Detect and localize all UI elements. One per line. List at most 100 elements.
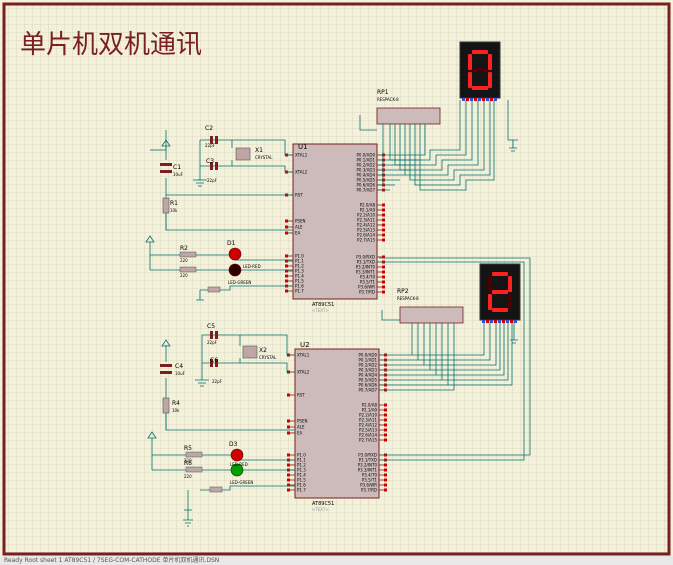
u2-pin-label: P1.0 xyxy=(297,453,306,458)
display-pin xyxy=(474,98,477,101)
u2-pin[interactable]: PSEN xyxy=(287,419,307,424)
u2-pin[interactable]: RST xyxy=(287,393,305,398)
u1-pin-label: P0.3/AD3 xyxy=(357,168,376,173)
u2-pin[interactable]: P3.3/INT1 xyxy=(358,468,387,473)
u2-pin[interactable]: P2.7/A15 xyxy=(359,438,387,443)
u1-pin[interactable]: P3.2/INT0 xyxy=(356,265,385,270)
u2-pin[interactable]: ALE xyxy=(287,425,305,430)
u2-pin-label: PSEN xyxy=(297,419,307,424)
u1-pin[interactable]: P1.5 xyxy=(285,279,304,284)
u1-pin-label: P0.0/AD0 xyxy=(357,153,376,158)
ground-icon xyxy=(183,510,193,527)
u1-pin-label: P3.6/WR xyxy=(358,285,375,290)
u1-pin-label: P1.7 xyxy=(295,289,304,294)
u1-osc-parts[interactable] xyxy=(160,136,251,214)
u2-pin[interactable]: P3.7/RD xyxy=(361,488,387,493)
u2-pin[interactable]: P2.3/A11 xyxy=(359,418,387,423)
u2-pin[interactable]: P2.4/A12 xyxy=(359,423,387,428)
u2-pin[interactable]: P1.6 xyxy=(287,483,306,488)
u1-pin[interactable]: P1.4 xyxy=(285,274,304,279)
u1-pin[interactable]: PSEN xyxy=(285,219,305,224)
u1-pin[interactable]: P2.4/A12 xyxy=(357,223,385,228)
r1-body xyxy=(162,197,170,214)
rp2-respack[interactable] xyxy=(399,306,464,324)
u2-pin[interactable]: P3.5/T1 xyxy=(362,478,387,483)
u1-pin[interactable]: P2.2/A10 xyxy=(357,213,385,218)
u1-pin[interactable]: P2.7/A15 xyxy=(357,238,385,243)
u1-pin[interactable]: EA xyxy=(285,231,301,236)
segment-b xyxy=(508,276,512,292)
u2-pin[interactable]: P2.6/A14 xyxy=(359,433,387,438)
segment-e xyxy=(468,72,472,88)
display-bottom[interactable] xyxy=(479,263,521,323)
display-pin xyxy=(494,320,497,323)
u2-pin[interactable]: P3.6/WR xyxy=(360,483,387,488)
u1-pin[interactable]: P3.5/T1 xyxy=(360,280,385,285)
d3-label: D3 xyxy=(229,441,238,448)
u1-pin[interactable]: P2.6/A14 xyxy=(357,233,385,238)
u1-pin[interactable]: P2.3/A11 xyxy=(357,218,385,223)
u2-button[interactable] xyxy=(209,486,223,493)
d2-led[interactable] xyxy=(228,263,242,277)
u1-pin-label: P0.6/AD6 xyxy=(357,183,376,188)
u1-pin[interactable]: P1.2 xyxy=(285,264,304,269)
display-pin xyxy=(490,320,493,323)
u1-pin[interactable]: ALE xyxy=(285,225,303,230)
u1-pin[interactable]: P3.6/WR xyxy=(358,285,385,290)
c1-label: C1 xyxy=(173,164,181,171)
u2-pin[interactable]: P2.5/A13 xyxy=(359,428,387,433)
r2-body[interactable] xyxy=(179,251,197,258)
r2-label: R2 xyxy=(180,245,188,252)
d4-led-green[interactable] xyxy=(230,463,244,477)
u1-pin[interactable]: P3.0/RXD xyxy=(356,255,385,260)
u1-pin[interactable]: P2.0/A8 xyxy=(360,203,385,208)
u2-pin-label: P3.1/TXD xyxy=(359,458,377,463)
rp1-respack[interactable] xyxy=(376,107,441,125)
u2-osc-parts[interactable] xyxy=(160,331,258,414)
u2-pin[interactable]: P3.4/T0 xyxy=(362,473,387,478)
r6-body[interactable] xyxy=(185,466,203,473)
u1-button[interactable] xyxy=(207,286,221,293)
c5-value: 22pF xyxy=(207,340,218,345)
r5-body[interactable] xyxy=(185,451,203,458)
u2-pin-label: P3.2/INT0 xyxy=(358,463,378,468)
u1-pin[interactable]: P2.5/A13 xyxy=(357,228,385,233)
u1-pin[interactable]: P1.0 xyxy=(285,254,304,259)
u1-pin-label: P2.6/A14 xyxy=(357,233,375,238)
u1-pin[interactable]: P1.3 xyxy=(285,269,304,274)
u1-pin[interactable]: P3.4/T0 xyxy=(360,275,385,280)
u2-pin[interactable]: P1.0 xyxy=(287,453,306,458)
u2-pin-label: XTAL1 xyxy=(297,353,310,358)
u1-chip[interactable]: U1 AT89C51 <TEXT> XTAL1XTAL2RSTPSENALEEA… xyxy=(285,143,385,313)
x1-crystal xyxy=(235,147,251,161)
display-pin xyxy=(462,98,465,101)
u1-pin-label: P0.4/AD4 xyxy=(357,173,376,178)
u1-pin-label: RST xyxy=(295,193,303,198)
u2-left-pins: XTAL1XTAL2RSTPSENALEEAP1.0P1.1P1.2P1.3P1… xyxy=(287,353,310,493)
r3-body[interactable] xyxy=(179,266,197,273)
u2-pin[interactable]: EA xyxy=(287,431,303,436)
r2-value: 220 xyxy=(180,258,188,263)
u2-pin[interactable]: P2.0/A8 xyxy=(362,403,387,408)
u1-pin-label: P1.6 xyxy=(295,284,304,289)
u2-pin[interactable]: P1.2 xyxy=(287,463,306,468)
u1-pin[interactable]: P2.1/A9 xyxy=(360,208,385,213)
u2-pin[interactable]: P1.5 xyxy=(287,478,306,483)
u1-pin[interactable]: P3.7/RD xyxy=(359,290,385,295)
u2-pin[interactable]: P1.4 xyxy=(287,473,306,478)
d1-led-red[interactable] xyxy=(228,247,242,261)
u1-pin[interactable]: P3.3/INT1 xyxy=(356,270,385,275)
u1-pin[interactable]: P1.7 xyxy=(285,289,304,294)
u2-pin[interactable]: P2.2/A10 xyxy=(359,413,387,418)
c2-value: 22pF xyxy=(205,143,216,148)
u1-pin[interactable]: P1.1 xyxy=(285,259,304,264)
u2-pin[interactable]: P2.1/A9 xyxy=(362,408,387,413)
display-pin xyxy=(482,320,485,323)
c1-value: 10uF xyxy=(173,172,184,177)
d3-led-red[interactable] xyxy=(230,448,244,462)
u2-pin[interactable]: P3.2/INT0 xyxy=(358,463,387,468)
u2-chip[interactable]: U2 AT89C51 <TEXT> XTAL1XTAL2RSTPSENALEEA… xyxy=(287,341,387,512)
u2-pin[interactable]: P1.7 xyxy=(287,488,306,493)
display-top[interactable] xyxy=(459,41,501,101)
r6-value: 220 xyxy=(184,474,192,479)
